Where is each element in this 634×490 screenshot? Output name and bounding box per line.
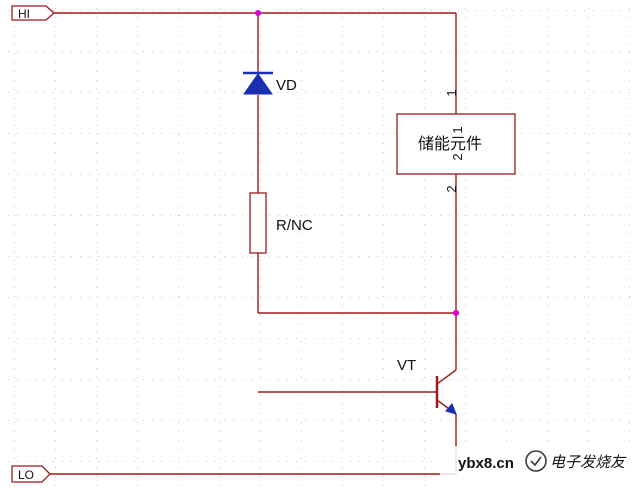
transistor-label: VT	[397, 357, 416, 374]
storage-element[interactable]: 储能元件 1 1 2 2	[396, 89, 516, 193]
grid-dots	[8, 8, 630, 486]
diode-vd[interactable]: VD	[243, 71, 297, 95]
resistor-label: R/NC	[276, 217, 313, 234]
transistor-vt[interactable]: VT	[397, 357, 457, 415]
storage-element-label: 储能元件	[418, 134, 482, 153]
resistor-body	[249, 192, 267, 254]
hi-port-label: HI	[18, 7, 30, 21]
hi-port[interactable]: HI	[11, 5, 55, 21]
pin1-inner-label: 1	[450, 126, 465, 133]
watermark: ybx8.cn 电子发烧友	[440, 446, 634, 490]
lo-port-label: LO	[18, 468, 34, 482]
transistor-emitter-arrow	[445, 403, 457, 415]
pin2-outer-label: 2	[444, 185, 459, 192]
resistor-rnc[interactable]: R/NC	[249, 192, 313, 254]
watermark-logo-icon	[525, 450, 547, 472]
watermark-site: ybx8.cn	[458, 455, 514, 472]
diode-triangle	[243, 73, 273, 95]
watermark-brand: 电子发烧友	[550, 453, 627, 471]
storage-element-body	[396, 113, 516, 175]
pin1-outer-label: 1	[444, 89, 459, 96]
junction-dot-top	[255, 10, 261, 16]
junction-dot-middle	[453, 310, 459, 316]
transistor-collector-lead	[436, 369, 457, 385]
lo-port[interactable]: LO	[11, 465, 51, 483]
diode-label: VD	[276, 77, 297, 94]
pin2-inner-label: 2	[450, 153, 465, 160]
